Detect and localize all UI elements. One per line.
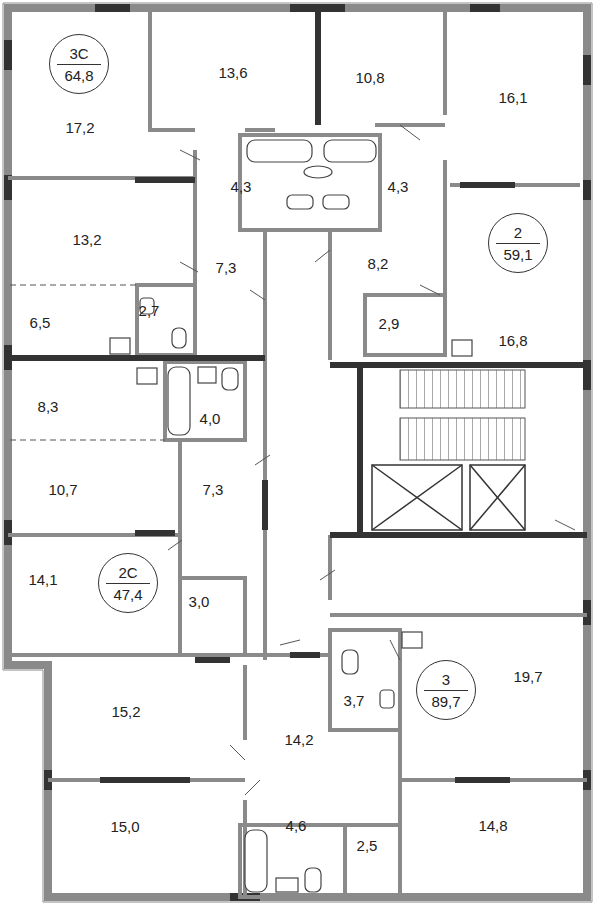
room-area: 4,3 [231, 179, 252, 194]
room-area: 7,3 [216, 260, 237, 275]
room-area: 16,8 [498, 333, 527, 348]
room-area: 8,3 [38, 399, 59, 414]
apartment-badge: 2С 47,4 [98, 553, 158, 613]
apartment-type: 3С [67, 45, 90, 62]
room-area: 14,2 [284, 732, 313, 747]
apartment-badge: 3С 64,8 [49, 34, 109, 94]
room-area: 13,2 [72, 232, 101, 247]
room-area: 4,3 [388, 179, 409, 194]
room-area: 7,3 [203, 482, 224, 497]
room-area: 6,5 [30, 315, 51, 330]
apartment-area: 89,7 [424, 690, 468, 710]
room-area: 15,0 [110, 819, 139, 834]
apartment-type: 2 [512, 224, 524, 241]
apartment-type: 3 [440, 671, 452, 688]
room-area: 4,6 [286, 818, 307, 833]
room-area: 13,6 [218, 65, 247, 80]
room-area: 2,7 [139, 303, 160, 318]
room-area: 14,1 [28, 572, 57, 587]
room-area: 19,7 [513, 669, 542, 684]
room-area: 15,2 [111, 704, 140, 719]
room-area: 2,9 [379, 316, 400, 331]
apartment-area: 64,8 [57, 64, 101, 84]
room-area: 10,7 [48, 482, 77, 497]
room-area: 2,5 [357, 838, 378, 853]
apartment-area: 59,1 [496, 243, 540, 263]
room-area: 10,8 [355, 70, 384, 85]
room-area: 8,2 [368, 256, 389, 271]
apartment-area: 47,4 [106, 583, 150, 603]
apartment-badge: 389,7 [416, 660, 476, 720]
room-area: 3,7 [344, 693, 365, 708]
room-area: 14,8 [478, 818, 507, 833]
room-area: 16,1 [498, 90, 527, 105]
room-area: 3,0 [189, 594, 210, 609]
apartment-type: 2С [116, 564, 139, 581]
apartment-badge: 259,1 [488, 213, 548, 273]
room-area: 4,0 [200, 411, 221, 426]
room-area: 17,2 [65, 120, 94, 135]
